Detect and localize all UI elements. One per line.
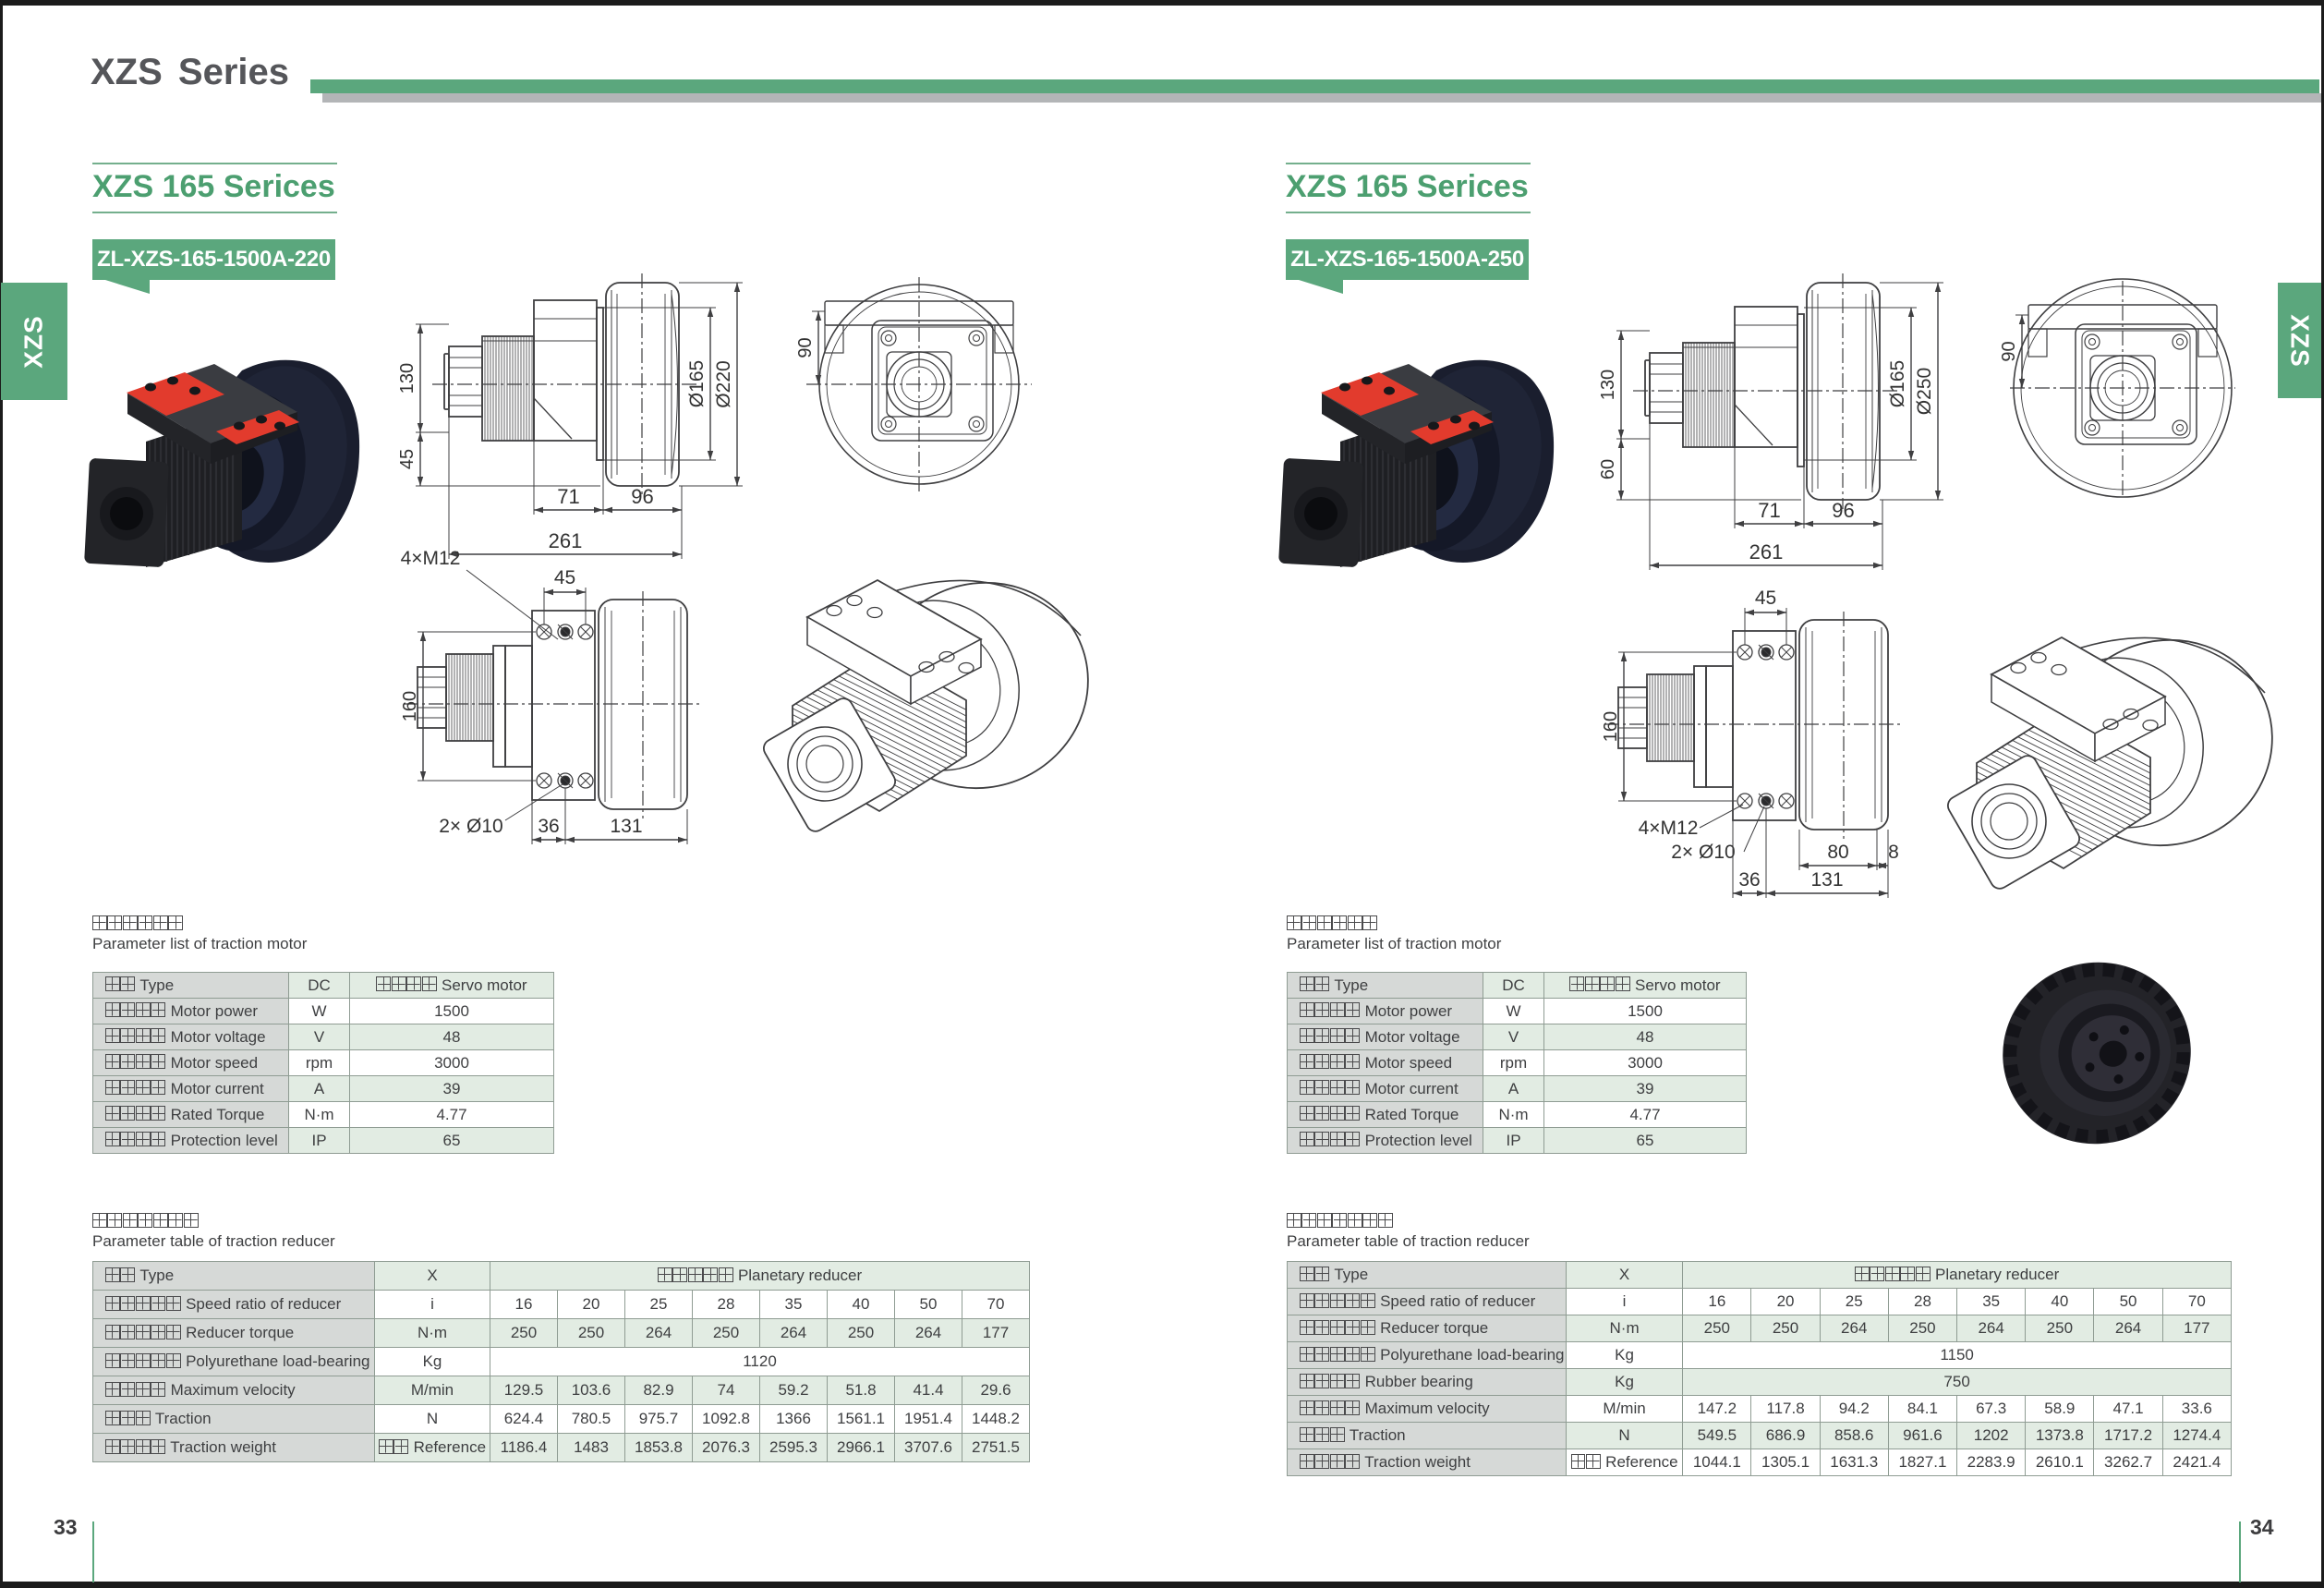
svg-text:261: 261: [549, 529, 583, 552]
svg-text:45: 45: [1755, 588, 1776, 609]
svg-text:60: 60: [1598, 459, 1618, 479]
svg-text:Ø250: Ø250: [1914, 368, 1935, 415]
svg-text:2× Ø10: 2× Ø10: [1671, 842, 1735, 863]
svg-text:Ø220: Ø220: [713, 360, 734, 407]
svg-text:261: 261: [1749, 540, 1784, 564]
svg-text:160: 160: [1601, 711, 1621, 742]
svg-text:96: 96: [631, 485, 653, 508]
svg-text:71: 71: [557, 485, 579, 508]
svg-text:71: 71: [1758, 499, 1780, 522]
svg-text:80: 80: [1827, 842, 1848, 863]
svg-text:36: 36: [538, 816, 559, 837]
svg-text:130: 130: [397, 363, 418, 394]
svg-text:Ø165: Ø165: [686, 360, 708, 407]
svg-text:131: 131: [1810, 869, 1843, 891]
svg-text:2× Ø10: 2× Ø10: [439, 816, 502, 837]
svg-text:4×M12: 4×M12: [401, 548, 461, 569]
svg-text:8: 8: [1888, 842, 1899, 863]
svg-text:160: 160: [400, 691, 420, 721]
svg-text:90: 90: [1999, 341, 2019, 361]
svg-text:96: 96: [1832, 499, 1854, 522]
svg-text:90: 90: [795, 337, 816, 358]
svg-text:36: 36: [1738, 869, 1760, 891]
svg-text:131: 131: [610, 816, 642, 837]
svg-text:45: 45: [397, 449, 418, 469]
svg-text:4×M12: 4×M12: [1639, 818, 1699, 839]
svg-text:45: 45: [554, 567, 575, 588]
svg-text:Ø165: Ø165: [1887, 360, 1908, 407]
svg-text:130: 130: [1598, 370, 1618, 400]
